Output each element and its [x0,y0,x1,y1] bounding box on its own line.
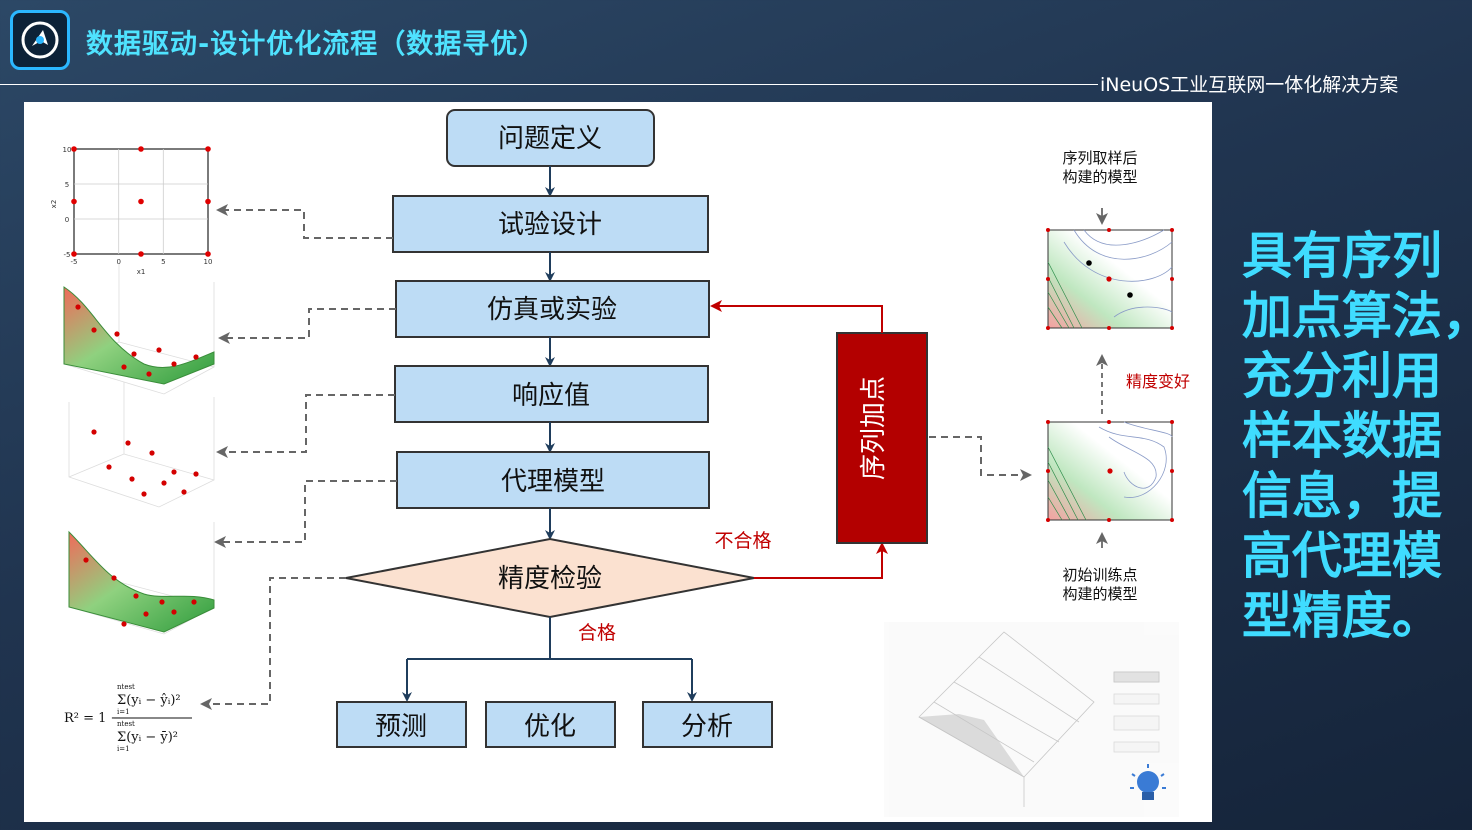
box-surrogate-model: 代理模型 [396,451,710,509]
problem-label: 问题定义 [498,124,602,154]
page-title: 数据驱动-设计优化流程（数据寻优） [86,29,547,60]
formula-lhs: R² = 1 − [64,711,121,726]
doe-scatter-plot: -5 0 5 10 10 5 0 -5 x1 x2 [50,146,212,276]
x-tick: 10 [204,258,213,266]
page-subtitle: iNeuOS工业互联网一体化解决方案 [1100,74,1399,96]
contour-plot-initial [1046,420,1174,522]
formula-limit: ntest [117,683,135,691]
faded-surface-image [884,622,1179,817]
summary-line: 加点算法， [1242,287,1472,345]
summary-line: 信息，提 [1242,467,1442,525]
summary-line: 具有序列 [1242,227,1442,285]
optimize-label: 优化 [524,712,576,742]
fail-label: 不合格 [714,530,771,552]
formula-numerator: Σ(yᵢ − ŷᵢ)² [117,693,181,708]
analyze-label: 分析 [681,712,733,742]
formula-denominator: Σ(yᵢ − ȳ)² [117,730,178,745]
x-tick: 5 [161,258,165,266]
y-axis-label: x2 [50,200,58,209]
x-tick: 0 [116,258,120,266]
dash-doe-plot [216,204,393,239]
box-optimize: 优化 [485,701,616,748]
summary-line: 高代理模 [1242,527,1442,585]
y-tick: 10 [63,146,72,154]
formula-index: i=1 [117,708,130,716]
initial-label-1: 初始训练点 [1062,566,1137,584]
dash-surr-surface [214,480,397,548]
surrogate-label: 代理模型 [501,467,605,497]
response-scatter-3d [68,382,215,508]
doe-point [138,146,144,152]
doe-point [71,146,77,152]
after-seq-label-1: 序列取样后 [1062,149,1137,167]
diagram-panel: 问题定义 试验设计 仿真或实验 响应值 代理模型 精度检验 合格 预测 优化 分… [24,102,1212,822]
compass-icon [21,21,59,59]
box-problem-definition: 问题定义 [446,109,655,167]
header-divider [0,84,1098,85]
y-tick: 0 [65,216,69,224]
initial-label-2: 构建的模型 [1062,585,1137,603]
x-tick: -5 [71,258,78,266]
simulation-label: 仿真或实验 [487,295,617,325]
fail-arrow [754,542,888,579]
summary-line: 样本数据 [1242,407,1442,465]
sequential-feedback-arrow [710,300,883,333]
doe-point [205,146,211,152]
doe-point [138,198,144,205]
doe-point [71,251,77,257]
doe-label: 试验设计 [498,210,602,240]
predict-label: 预测 [375,712,427,742]
dash-seq-contour [929,436,1032,481]
improve-label: 精度变好 [1126,372,1190,391]
doe-point [138,251,144,257]
dash-resp-scatter [216,394,395,458]
after-seq-label-2: 构建的模型 [1062,168,1137,186]
y-tick: -5 [64,251,71,259]
x-axis-label: x1 [137,268,146,276]
pass-label: 合格 [578,622,616,644]
y-tick: 5 [65,181,69,189]
doe-points [71,146,211,257]
response-label: 响应值 [512,381,590,411]
box-predict: 预测 [336,701,467,748]
summary-line: 充分利用 [1242,347,1442,405]
contour-plot-after [1046,228,1174,330]
box-simulation: 仿真或实验 [395,280,710,338]
dash-check-formula [200,577,346,710]
box-response: 响应值 [394,365,709,423]
box-sequential-sampling: 序列加点 [836,332,928,544]
dash-sim-surface [218,308,396,344]
response-surface-plot-2 [68,522,215,635]
accuracy-check-label: 精度检验 [498,564,602,594]
sequential-label: 序列加点 [859,376,889,480]
formula-limit: ntest [117,720,135,728]
doe-point [205,198,211,205]
app-logo [10,10,70,70]
flow-diagram: 问题定义 试验设计 仿真或实验 响应值 代理模型 精度检验 合格 预测 优化 分… [50,109,1190,817]
response-surface-plot-1 [63,264,215,395]
box-experiment-design: 试验设计 [392,195,709,253]
doe-point [71,198,77,205]
diamond-accuracy-check: 精度检验 [345,537,755,619]
summary-line: 型精度。 [1242,587,1442,645]
box-analyze: 分析 [642,701,773,748]
formula-index: i=1 [117,745,130,753]
lightbulb-icon [1130,764,1166,800]
summary-text: 具有序列 加点算法， 充分利用 样本数据 信息，提 高代理模 型精度。 [1242,226,1472,646]
r-squared-formula: R² = 1 − ntest Σ(yᵢ − ŷᵢ)² i=1 ntest Σ(y… [64,683,192,753]
doe-point [205,251,211,257]
